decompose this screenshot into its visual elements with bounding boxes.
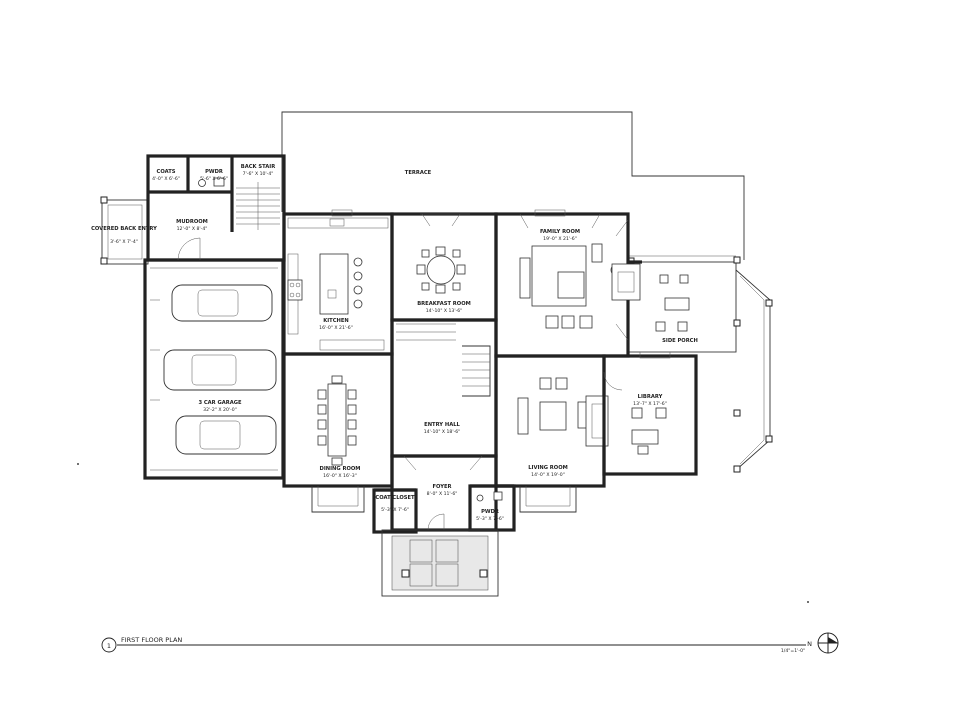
library: [602, 354, 698, 476]
window-marks: [331, 209, 671, 359]
side-porch-label: SIDE PORCH: [662, 338, 698, 344]
coat-closet-label: COAT CLOSET: [375, 495, 415, 501]
kitchen: [282, 212, 394, 356]
living-label: LIVING ROOM: [528, 465, 568, 471]
pwdr-back-dims: 5'-6" X 6'-6": [200, 176, 228, 182]
title-block: 1 FIRST FLOOR PLAN 1/4"=1'-0": [101, 636, 806, 654]
garage-dims: 32'-2" X 20'-0": [203, 407, 237, 413]
title-number: 1: [107, 642, 111, 650]
garage-label: 3 CAR GARAGE: [198, 400, 242, 406]
kitchen-label: KITCHEN: [323, 318, 349, 324]
plan-scale: 1/4"=1'-0": [781, 648, 805, 654]
car-3: [175, 415, 277, 455]
foyer-dims: 8'-0" X 11'-6": [427, 491, 458, 497]
coats-label: COATS: [157, 169, 176, 175]
terrace-label: TERRACE: [405, 170, 432, 176]
terrace-outline: [281, 111, 745, 260]
dining-label: DINING ROOM: [320, 466, 361, 472]
coat-closet-dims: 5'-3" X 7'-6": [381, 507, 409, 513]
dining-room: [282, 352, 394, 513]
living-dims: 14'-0" X 19'-0": [531, 472, 565, 478]
covered-entry-label: COVERED BACK ENTRY: [91, 226, 157, 232]
entry-stoop: [381, 529, 499, 597]
family-room: [494, 212, 642, 358]
foyer-label: FOYER: [432, 484, 451, 490]
mudroom-dims: 12'-0" X 8'-4": [177, 226, 208, 232]
library-dims: 13'-7" X 17'-6": [633, 401, 667, 407]
dining-dims: 16'-0" X 16'-3": [323, 473, 357, 479]
side-porch-deck: [627, 255, 773, 473]
entry-hall-label: ENTRY HALL: [424, 422, 460, 428]
plan-title: FIRST FLOOR PLAN: [121, 636, 182, 644]
car-1: [171, 284, 273, 322]
back-stair-dims: 7'-6" X 10'-4": [243, 171, 274, 177]
service-wing: [146, 154, 286, 262]
mudroom-label: MUDROOM: [176, 219, 208, 225]
title-number-bubble: [101, 637, 117, 653]
room-labels: TERRACE COATS 4'-0" X 6'-6" PWDR 5'-6" X…: [91, 164, 698, 522]
back-stair-label: BACK STAIR: [241, 164, 275, 170]
family-dims: 19'-0" X 21'-6": [543, 236, 577, 242]
library-label: LIBRARY: [638, 394, 663, 400]
pwdr-back-label: PWDR: [205, 169, 223, 175]
main-stair: [396, 323, 491, 397]
family-label: FAMILY ROOM: [540, 229, 580, 235]
back-stair-treads: [236, 182, 280, 230]
pwdr-front-label: PWDR: [481, 509, 499, 515]
breakfast-label: BREAKFAST ROOM: [417, 301, 471, 307]
kitchen-dims: 16'-0" X 21'-6": [319, 325, 353, 331]
coats-dims: 4'-0" X 6'-6": [152, 176, 180, 182]
north-arrow: N: [807, 632, 839, 654]
north-label: N: [807, 640, 812, 648]
entry-hall: [390, 318, 498, 458]
pwdr-front-dims: 5'-3" X 7'-6": [476, 516, 504, 522]
breakfast-dims: 14'-10" X 13'-6": [426, 308, 463, 314]
foyer-block: [372, 454, 516, 534]
car-2: [163, 349, 277, 391]
covered-entry-dims: 3'-6" X 7'-4": [110, 239, 138, 245]
garage: [143, 258, 285, 480]
entry-hall-dims: 14'-10" X 18'-6": [424, 429, 461, 435]
